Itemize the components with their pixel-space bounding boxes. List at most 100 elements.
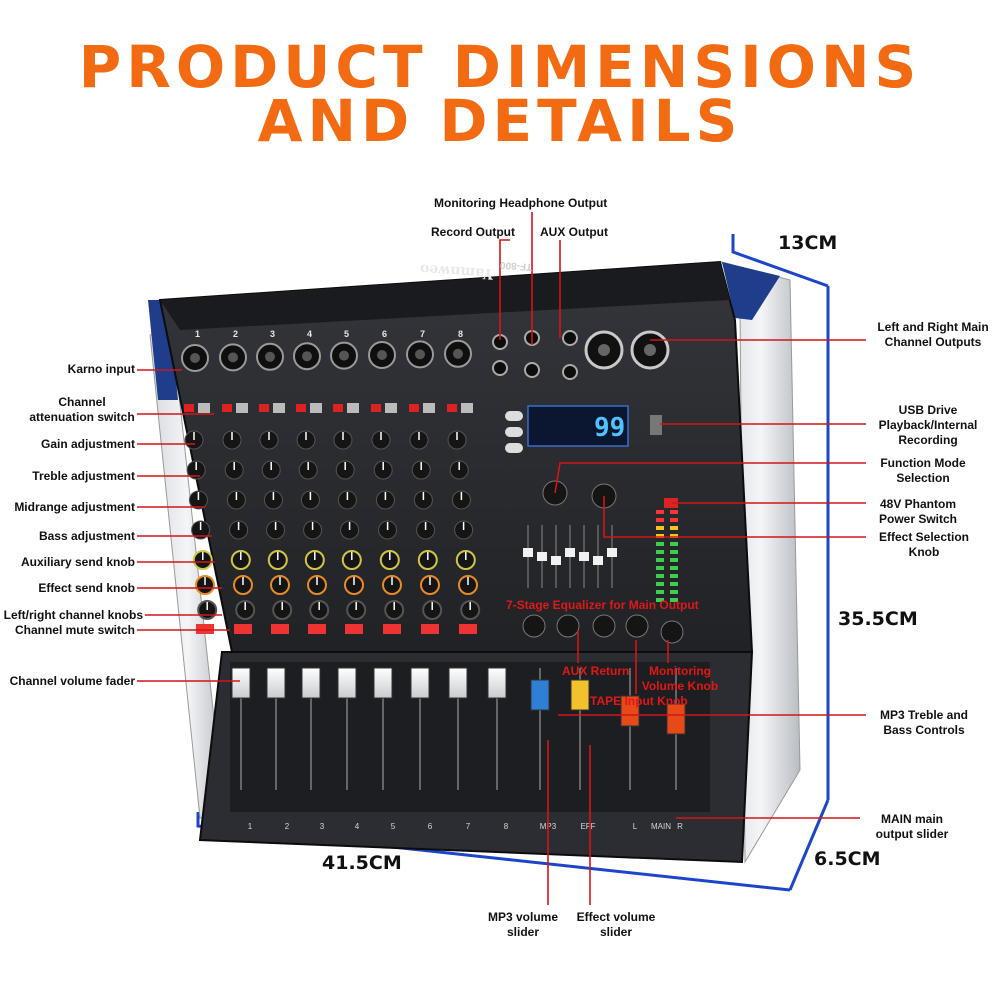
jack: [562, 364, 578, 380]
callout-effect-select: Effect Selection Knob: [878, 530, 970, 559]
channel-number: 2: [233, 329, 238, 339]
callout-main-out: Left and Right Main Channel Outputs: [877, 320, 989, 349]
callout-midrange: Midrange adjustment: [14, 500, 135, 514]
meter-led: [670, 534, 678, 538]
meter-led: [656, 526, 664, 530]
callout-function-mode: Function Mode Selection: [880, 456, 966, 485]
dim-width: 41.5CM: [322, 852, 402, 874]
callout-tape-input: TAPE Input Knob: [590, 694, 688, 708]
eq-cap: [523, 548, 533, 557]
pad-led: [296, 404, 306, 412]
fader-label: MAIN: [651, 822, 671, 831]
depth-top-line: [731, 234, 829, 288]
pad-switch: [198, 403, 210, 413]
mute-button: [196, 624, 214, 634]
pad-led: [371, 404, 381, 412]
pad-led: [447, 404, 457, 412]
fader-cap: [337, 667, 357, 699]
xlr-jack-core: [339, 350, 349, 361]
callout-treble: Treble adjustment: [32, 469, 135, 483]
mute-button: [459, 624, 477, 634]
xlr-jack-core: [415, 349, 425, 360]
meter-led: [656, 534, 664, 538]
dsp-screen: [527, 405, 629, 447]
meter-led: [670, 566, 678, 570]
pad-led: [333, 404, 343, 412]
main-xlr-core: [598, 344, 610, 356]
eq-cap: [607, 548, 617, 557]
callout-karno: Karno input: [67, 362, 135, 376]
callout-phantom: 48V Phantom Power Switch: [878, 497, 958, 526]
eq-cap: [537, 552, 547, 561]
callout-headphone: Monitoring Headphone Output: [434, 196, 608, 210]
mute-button: [234, 624, 252, 634]
eq-cap: [593, 556, 603, 565]
fader-cap: [487, 667, 507, 699]
line-record: [499, 239, 510, 340]
callout-record: Record Output: [431, 225, 515, 239]
fader-label: 2: [285, 822, 290, 831]
master-knob: [660, 620, 684, 644]
mute-button: [421, 624, 439, 634]
callout-aux-out: AUX Output: [540, 225, 608, 239]
callout-eq7: 7-Stage Equalizer for Main Output: [506, 598, 699, 612]
meter-led: [656, 510, 664, 514]
fader-cap: [570, 679, 590, 711]
channel-number: 6: [382, 329, 387, 339]
header-bar: [160, 262, 730, 330]
meter-led: [656, 558, 664, 562]
xlr-jack-core: [377, 350, 387, 360]
callout-effect-send: Effect send knob: [38, 581, 135, 595]
meter-led: [670, 582, 678, 586]
fader-label: 4: [355, 822, 360, 831]
right-side-blue: [722, 262, 780, 320]
callout-attenuation: Channel attenuation switch: [29, 395, 135, 424]
callout-aux-return: AUX Return: [562, 664, 630, 678]
usb-button: [505, 443, 523, 453]
pad-led: [184, 404, 194, 412]
channel-number: 3: [270, 329, 275, 339]
meter-led: [670, 558, 678, 562]
fader-label: 8: [504, 822, 509, 831]
meter-led: [656, 590, 664, 594]
meter-led: [670, 550, 678, 554]
pad-switch: [385, 403, 397, 413]
fader-cap: [266, 667, 286, 699]
callout-mp3-tb: MP3 Treble and Bass Controls: [879, 708, 969, 737]
mute-button: [383, 624, 401, 634]
master-knob: [592, 614, 616, 638]
meter-led: [670, 510, 678, 514]
callout-aux-send: Auxiliary send knob: [20, 555, 135, 569]
meter-led: [670, 598, 678, 602]
channel-number: 5: [344, 329, 349, 339]
fader-label: 5: [391, 822, 396, 831]
callout-mute: Channel mute switch: [14, 623, 135, 637]
fader-cap: [530, 679, 550, 711]
callout-lines: [137, 212, 866, 905]
callout-monitor-vol: Monitoring Volume Knob: [641, 664, 719, 693]
usb-button: [505, 427, 523, 437]
xlr-jack-core: [453, 348, 463, 359]
title-line-1: PRODUCT DIMENSIONS: [78, 33, 922, 101]
pad-led: [409, 404, 419, 412]
width-line: [196, 812, 791, 892]
mute-button: [271, 624, 289, 634]
dim-height: 35.5CM: [838, 608, 918, 630]
channel-number: 7: [420, 329, 425, 339]
mute-button: [308, 624, 326, 634]
callout-lr-knobs: Left/right channel knobs: [3, 608, 143, 622]
meter-led: [656, 518, 664, 522]
title-line-2: AND DETAILS: [257, 87, 743, 155]
master-knob: [625, 614, 649, 638]
meter-led: [670, 542, 678, 546]
pad-switch: [273, 403, 285, 413]
main-xlr-core: [644, 344, 656, 356]
fader-label: L: [633, 822, 638, 831]
fader-cap: [620, 695, 640, 727]
callout-mp3-slider: MP3 volume slider: [487, 910, 559, 939]
meter-led: [656, 598, 664, 602]
meter-led: [656, 542, 664, 546]
phantom-switch: [664, 498, 678, 508]
fader-cap: [448, 667, 468, 699]
